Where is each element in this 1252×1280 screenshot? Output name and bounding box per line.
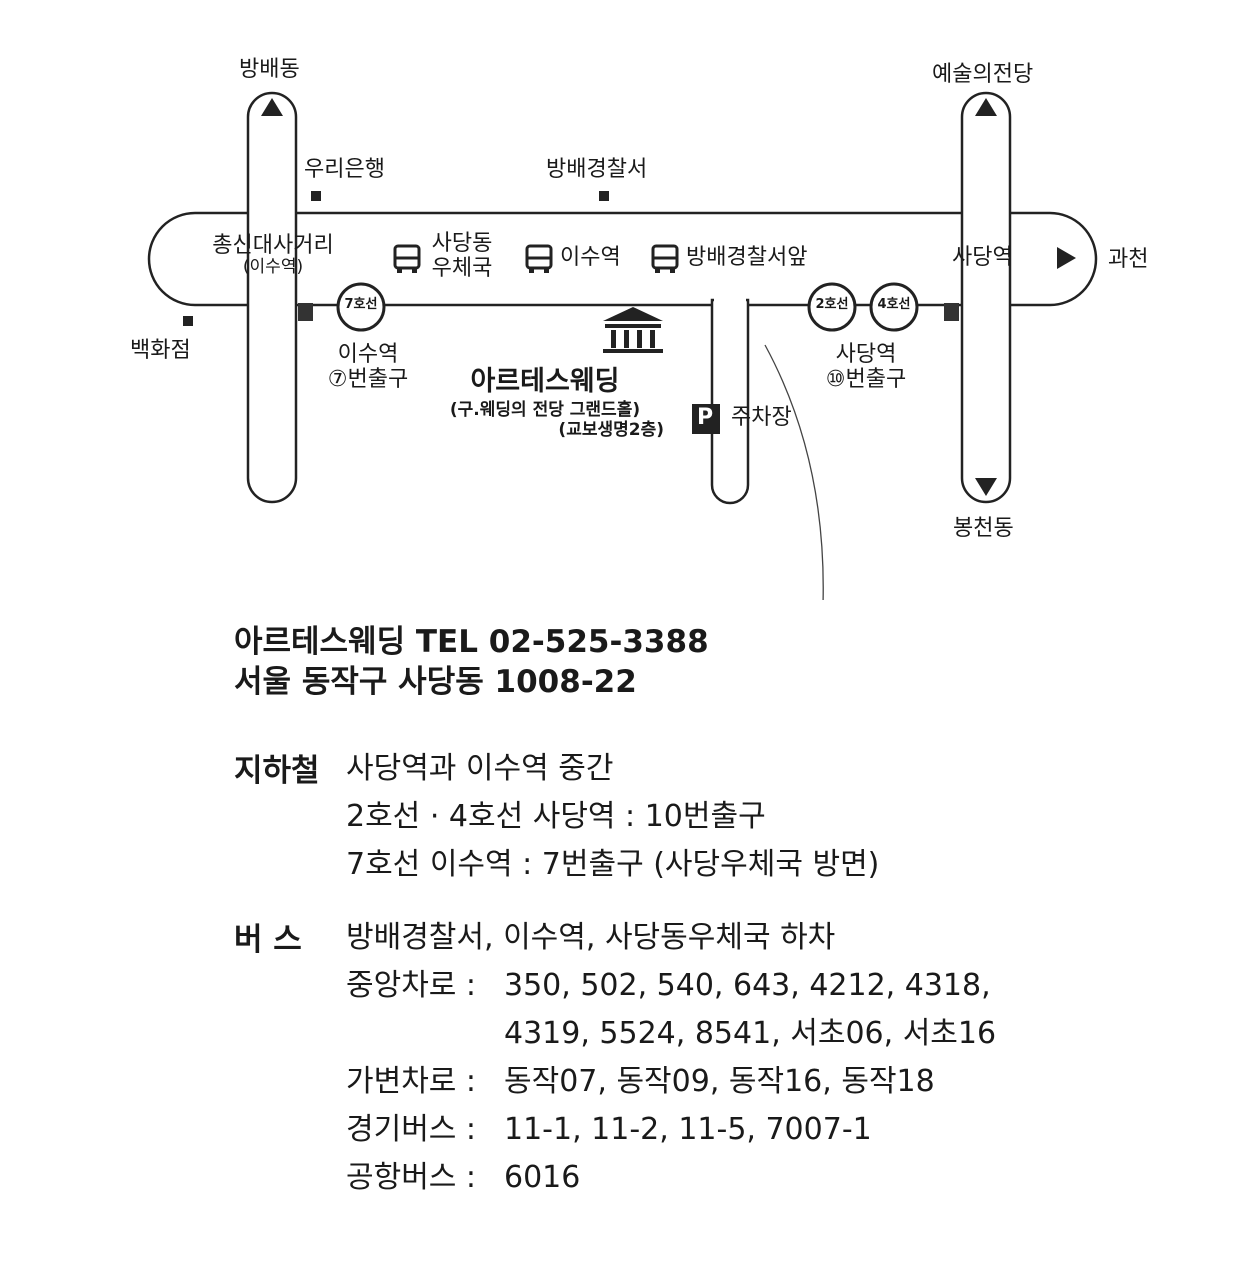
bus-row-value: 동작07, 동작09, 동작16, 동작18	[504, 1064, 935, 1099]
north-left-label: 방배동	[239, 57, 300, 82]
subway-line: 7호선 이수역 : 7번출구 (사당우체국 방면)	[346, 847, 880, 882]
scan-artifact-line	[764, 344, 824, 771]
police-label: 방배경찰서	[546, 157, 648, 182]
bus-body: 방배경찰서, 이수역, 사당동우체국 하차 중앙차로 : 350, 502, 5…	[346, 914, 1064, 1202]
arrow-north-right-icon	[975, 98, 997, 116]
main-road	[147, 211, 1098, 307]
bus-row-value: 11-1, 11-2, 11-5, 7007-1	[504, 1112, 872, 1147]
arrow-east-icon	[1057, 247, 1076, 269]
east-label: 과천	[1108, 247, 1149, 272]
woori-bank-marker-icon	[311, 191, 321, 201]
bus-row-key: 중앙차로 :	[346, 968, 477, 1003]
bus-row: 경기버스 : 11-1, 11-2, 11-5, 7007-1	[346, 1106, 1064, 1154]
subway-body: 사당역과 이수역 중간 2호선 · 4호선 사당역 : 10번출구 7호선 이수…	[346, 745, 879, 889]
south-right-label: 봉천동	[953, 516, 1014, 541]
parking-road	[710, 298, 750, 505]
sadang-exit-label: 사당역 ⑩번출구	[825, 342, 907, 393]
police-marker-icon	[599, 191, 609, 201]
bus-row: 중앙차로 : 350, 502, 540, 643, 4212, 4318, 4…	[346, 962, 1064, 1058]
sadang-station-label: 사당역	[952, 245, 1013, 270]
bus-row: 공항버스 : 6016	[346, 1154, 1064, 1202]
location-map: 방배동 예술의전당 봉천동 과천 우리은행 방배경찰서 백화점 총신대사거리 (…	[0, 0, 1252, 771]
isu-exit-label: 이수역 ⑦번출구	[327, 342, 409, 393]
bus-stop-sadang-post-label: 사당동 우체국	[431, 231, 493, 282]
contact-phone: 아르테스웨딩 TEL 02-525-3388	[234, 624, 709, 660]
line7-label: 7호선	[344, 297, 378, 312]
dept-store-marker-icon	[183, 316, 193, 326]
bus-stop-isu-label: 이수역	[560, 245, 621, 270]
line2-label: 2호선	[815, 297, 849, 312]
arrow-north-left-icon	[261, 98, 283, 116]
chongshin-label: 총신대사거리 (이수역)	[212, 233, 334, 278]
bus-intro: 방배경찰서, 이수역, 사당동우체국 하차	[346, 920, 836, 955]
bus-icon	[651, 244, 679, 273]
venue-building-icon	[603, 307, 663, 353]
parking-icon	[692, 404, 720, 434]
bus-row-value: 350, 502, 540, 643, 4212, 4318, 4319, 55…	[504, 968, 997, 1051]
contact-address: 서울 동작구 사당동 1008-22	[234, 664, 637, 700]
contact-block: 아르테스웨딩 TEL 02-525-3388 서울 동작구 사당동 1008-2…	[234, 622, 1214, 702]
line2-circle-icon	[807, 282, 857, 332]
dept-store-label: 백화점	[130, 338, 191, 363]
subway-line: 사당역과 이수역 중간	[346, 751, 614, 786]
subway-title: 지하철	[234, 753, 320, 789]
line7-circle-icon	[336, 282, 386, 332]
bus-row-key: 경기버스 :	[346, 1112, 477, 1147]
arrow-south-right-icon	[975, 478, 997, 496]
line4-circle-icon	[869, 282, 919, 332]
bus-row-value: 6016	[504, 1160, 581, 1195]
parking-symbol: P	[697, 405, 714, 430]
bus-stop-police-label: 방배경찰서앞	[686, 245, 808, 270]
north-right-label: 예술의전당	[932, 62, 1034, 87]
bus-row-key: 공항버스 :	[346, 1160, 477, 1195]
bus-row-key: 가변차로 :	[346, 1064, 477, 1099]
isu-exit-marker-icon	[298, 303, 313, 321]
bus-icon	[393, 244, 421, 273]
bus-row: 가변차로 : 동작07, 동작09, 동작16, 동작18	[346, 1058, 1064, 1106]
venue-label: 아르테스웨딩 (구.웨딩의 전당 그랜드홀) (교보생명2층)	[420, 366, 670, 440]
venue-name: 아르테스웨딩	[470, 366, 620, 397]
road-network	[147, 91, 1098, 771]
venue-old-name: (구.웨딩의 전당 그랜드홀)	[449, 400, 641, 421]
woori-bank-label: 우리은행	[304, 157, 385, 182]
venue-floor: (교보생명2층)	[558, 419, 664, 440]
subway-line: 2호선 · 4호선 사당역 : 10번출구	[346, 799, 766, 834]
line4-label: 4호선	[877, 297, 911, 312]
sadang-exit-marker-icon	[944, 303, 959, 321]
bus-title: 버 스	[234, 922, 302, 958]
bus-icon	[525, 244, 553, 273]
parking-label: 주차장	[731, 405, 792, 430]
